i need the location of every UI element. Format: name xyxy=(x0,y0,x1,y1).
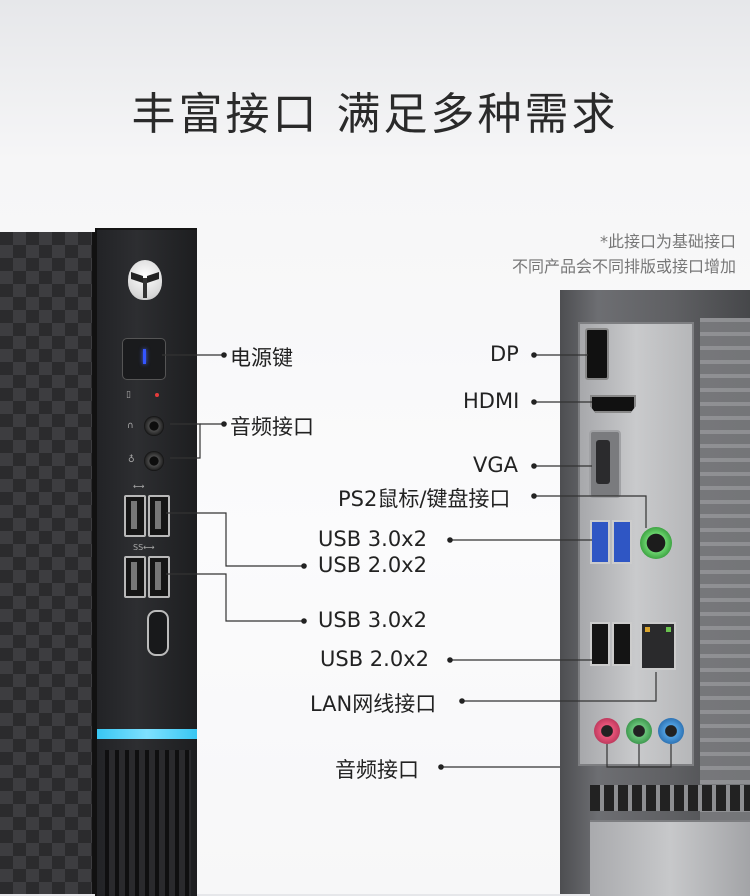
audio-jack-blue[interactable] xyxy=(658,718,684,744)
label-rear-usb3: USB 3.0x2 xyxy=(318,527,427,551)
label-power: 电源键 xyxy=(230,346,293,370)
hdmi-port[interactable] xyxy=(590,395,636,413)
note-line-2: 不同产品会不同排版或接口增加 xyxy=(511,257,736,276)
power-led-icon xyxy=(143,349,146,364)
rear-vent-strip xyxy=(590,785,750,811)
mic-jack[interactable] xyxy=(144,451,164,471)
disk-activity-icon: ▯ xyxy=(126,390,131,400)
rear-usb3-port[interactable] xyxy=(612,520,632,564)
logo-icon xyxy=(128,260,162,300)
front-slot[interactable] xyxy=(147,610,169,656)
note-line-1: *此接口为基础接口 xyxy=(599,232,736,251)
status-led xyxy=(155,393,159,397)
headphone-icon: ∩ xyxy=(127,421,134,431)
label-vga: VGA xyxy=(473,453,519,477)
usb-ss-icon: SS⟷ xyxy=(133,543,155,552)
expansion-slot xyxy=(590,820,750,896)
front-usb-port[interactable] xyxy=(148,495,170,537)
page-title: 丰富接口 满足多种需求 xyxy=(131,89,619,140)
label-front-usb3: USB 3.0x2 xyxy=(318,608,427,632)
front-mesh-panel xyxy=(0,232,95,894)
dp-port[interactable] xyxy=(585,328,609,380)
front-vents xyxy=(105,750,191,896)
label-lan: LAN网线接口 xyxy=(310,692,437,716)
label-front-usb2: USB 2.0x2 xyxy=(318,553,427,577)
mic-icon: ♁ xyxy=(128,455,135,465)
label-rear-audio: 音频接口 xyxy=(335,758,419,782)
front-usb-port[interactable] xyxy=(124,495,146,537)
vga-port[interactable] xyxy=(589,430,621,498)
headphone-jack[interactable] xyxy=(144,416,164,436)
label-dp: DP xyxy=(490,342,519,366)
rear-usb2-port[interactable] xyxy=(590,622,610,666)
rear-usb2-port[interactable] xyxy=(612,622,632,666)
lan-port[interactable] xyxy=(640,622,676,670)
rear-usb3-port[interactable] xyxy=(590,520,610,564)
power-button[interactable] xyxy=(122,338,166,380)
front-usb-port[interactable] xyxy=(148,556,170,598)
label-rear-usb2: USB 2.0x2 xyxy=(320,647,429,671)
audio-jack-green[interactable] xyxy=(626,718,652,744)
label-ps2: PS2鼠标/键盘接口 xyxy=(338,487,511,511)
audio-jack-pink[interactable] xyxy=(594,718,620,744)
front-io-panel: ▯ ∩ ♁ ⟷ SS⟷ xyxy=(95,228,197,896)
usb-symbol-icon: ⟷ xyxy=(133,482,145,491)
label-hdmi: HDMI xyxy=(463,389,520,413)
accent-light-strip xyxy=(97,729,197,739)
ps2-port[interactable] xyxy=(640,527,672,559)
front-usb-port[interactable] xyxy=(124,556,146,598)
rear-vent-rail xyxy=(700,318,750,878)
label-front-audio: 音频接口 xyxy=(230,415,314,439)
